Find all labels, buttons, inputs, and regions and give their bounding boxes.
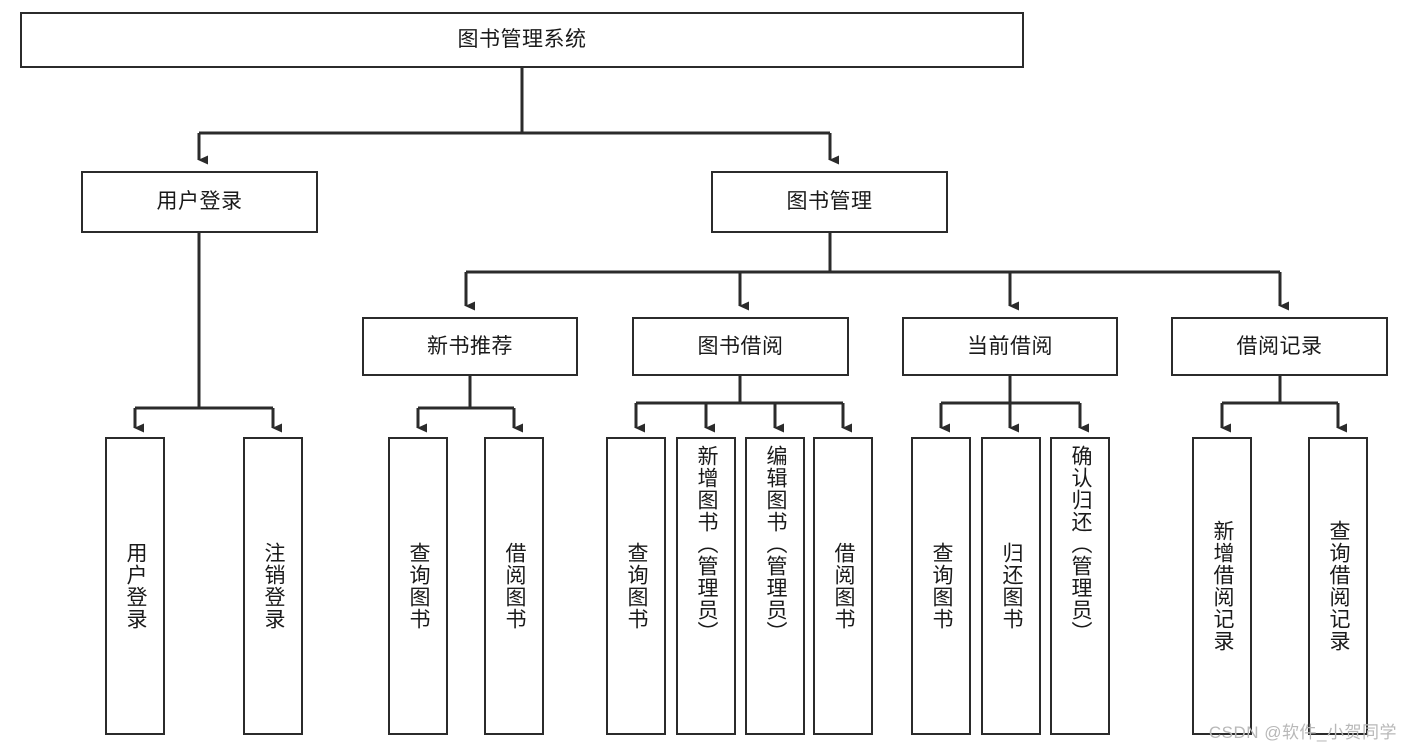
- node-label: 查询图书: [407, 542, 431, 630]
- node-user-login[interactable]: 用户登录: [81, 171, 318, 233]
- node-label: 借阅图书: [832, 542, 856, 630]
- node-leaf-borrow-book-2[interactable]: 借阅图书: [813, 437, 873, 735]
- node-label: 用户登录: [156, 190, 243, 214]
- node-label: 用户登录: [124, 542, 148, 630]
- node-borrow-record[interactable]: 借阅记录: [1171, 317, 1388, 376]
- node-leaf-borrow-book-1[interactable]: 借阅图书: [484, 437, 544, 735]
- csdn-watermark: CSDN @软件_小贺同学: [1208, 723, 1397, 742]
- node-label: 归还图书: [1000, 542, 1024, 630]
- node-label: 当前借阅: [967, 334, 1053, 358]
- node-book-borrow[interactable]: 图书借阅: [632, 317, 849, 376]
- node-label: 确认归还（管理员）: [1069, 445, 1093, 643]
- node-current-borrow[interactable]: 当前借阅: [902, 317, 1118, 376]
- node-label: 图书管理系统: [457, 28, 587, 52]
- node-leaf-add-record[interactable]: 新增借阅记录: [1192, 437, 1252, 735]
- node-leaf-query-book-1[interactable]: 查询图书: [388, 437, 448, 735]
- node-label: 借阅记录: [1236, 334, 1323, 358]
- node-leaf-logout-login[interactable]: 注销登录: [243, 437, 303, 735]
- node-leaf-add-book[interactable]: 新增图书（管理员）: [676, 437, 736, 735]
- node-leaf-query-book-2[interactable]: 查询图书: [606, 437, 666, 735]
- node-label: 新增图书（管理员）: [695, 445, 719, 643]
- node-label: 查询图书: [625, 542, 649, 630]
- node-label: 查询图书: [930, 542, 954, 630]
- node-leaf-return-book[interactable]: 归还图书: [981, 437, 1041, 735]
- node-label: 注销登录: [262, 542, 286, 630]
- node-leaf-edit-book[interactable]: 编辑图书（管理员）: [745, 437, 805, 735]
- node-leaf-user-login[interactable]: 用户登录: [105, 437, 165, 735]
- node-label: 编辑图书（管理员）: [764, 445, 788, 643]
- node-leaf-confirm-return[interactable]: 确认归还（管理员）: [1050, 437, 1110, 735]
- node-leaf-query-record[interactable]: 查询借阅记录: [1308, 437, 1368, 735]
- node-label: 图书借阅: [697, 334, 784, 358]
- node-label: 图书管理: [786, 190, 873, 214]
- node-label: 借阅图书: [503, 542, 527, 630]
- node-label: 新增借阅记录: [1211, 520, 1235, 652]
- node-new-book-recommend[interactable]: 新书推荐: [362, 317, 578, 376]
- node-label: 新书推荐: [427, 334, 513, 358]
- node-leaf-query-book-3[interactable]: 查询图书: [911, 437, 971, 735]
- node-book-manage[interactable]: 图书管理: [711, 171, 948, 233]
- node-book-management-system[interactable]: 图书管理系统: [20, 12, 1024, 68]
- node-label: 查询借阅记录: [1327, 520, 1351, 652]
